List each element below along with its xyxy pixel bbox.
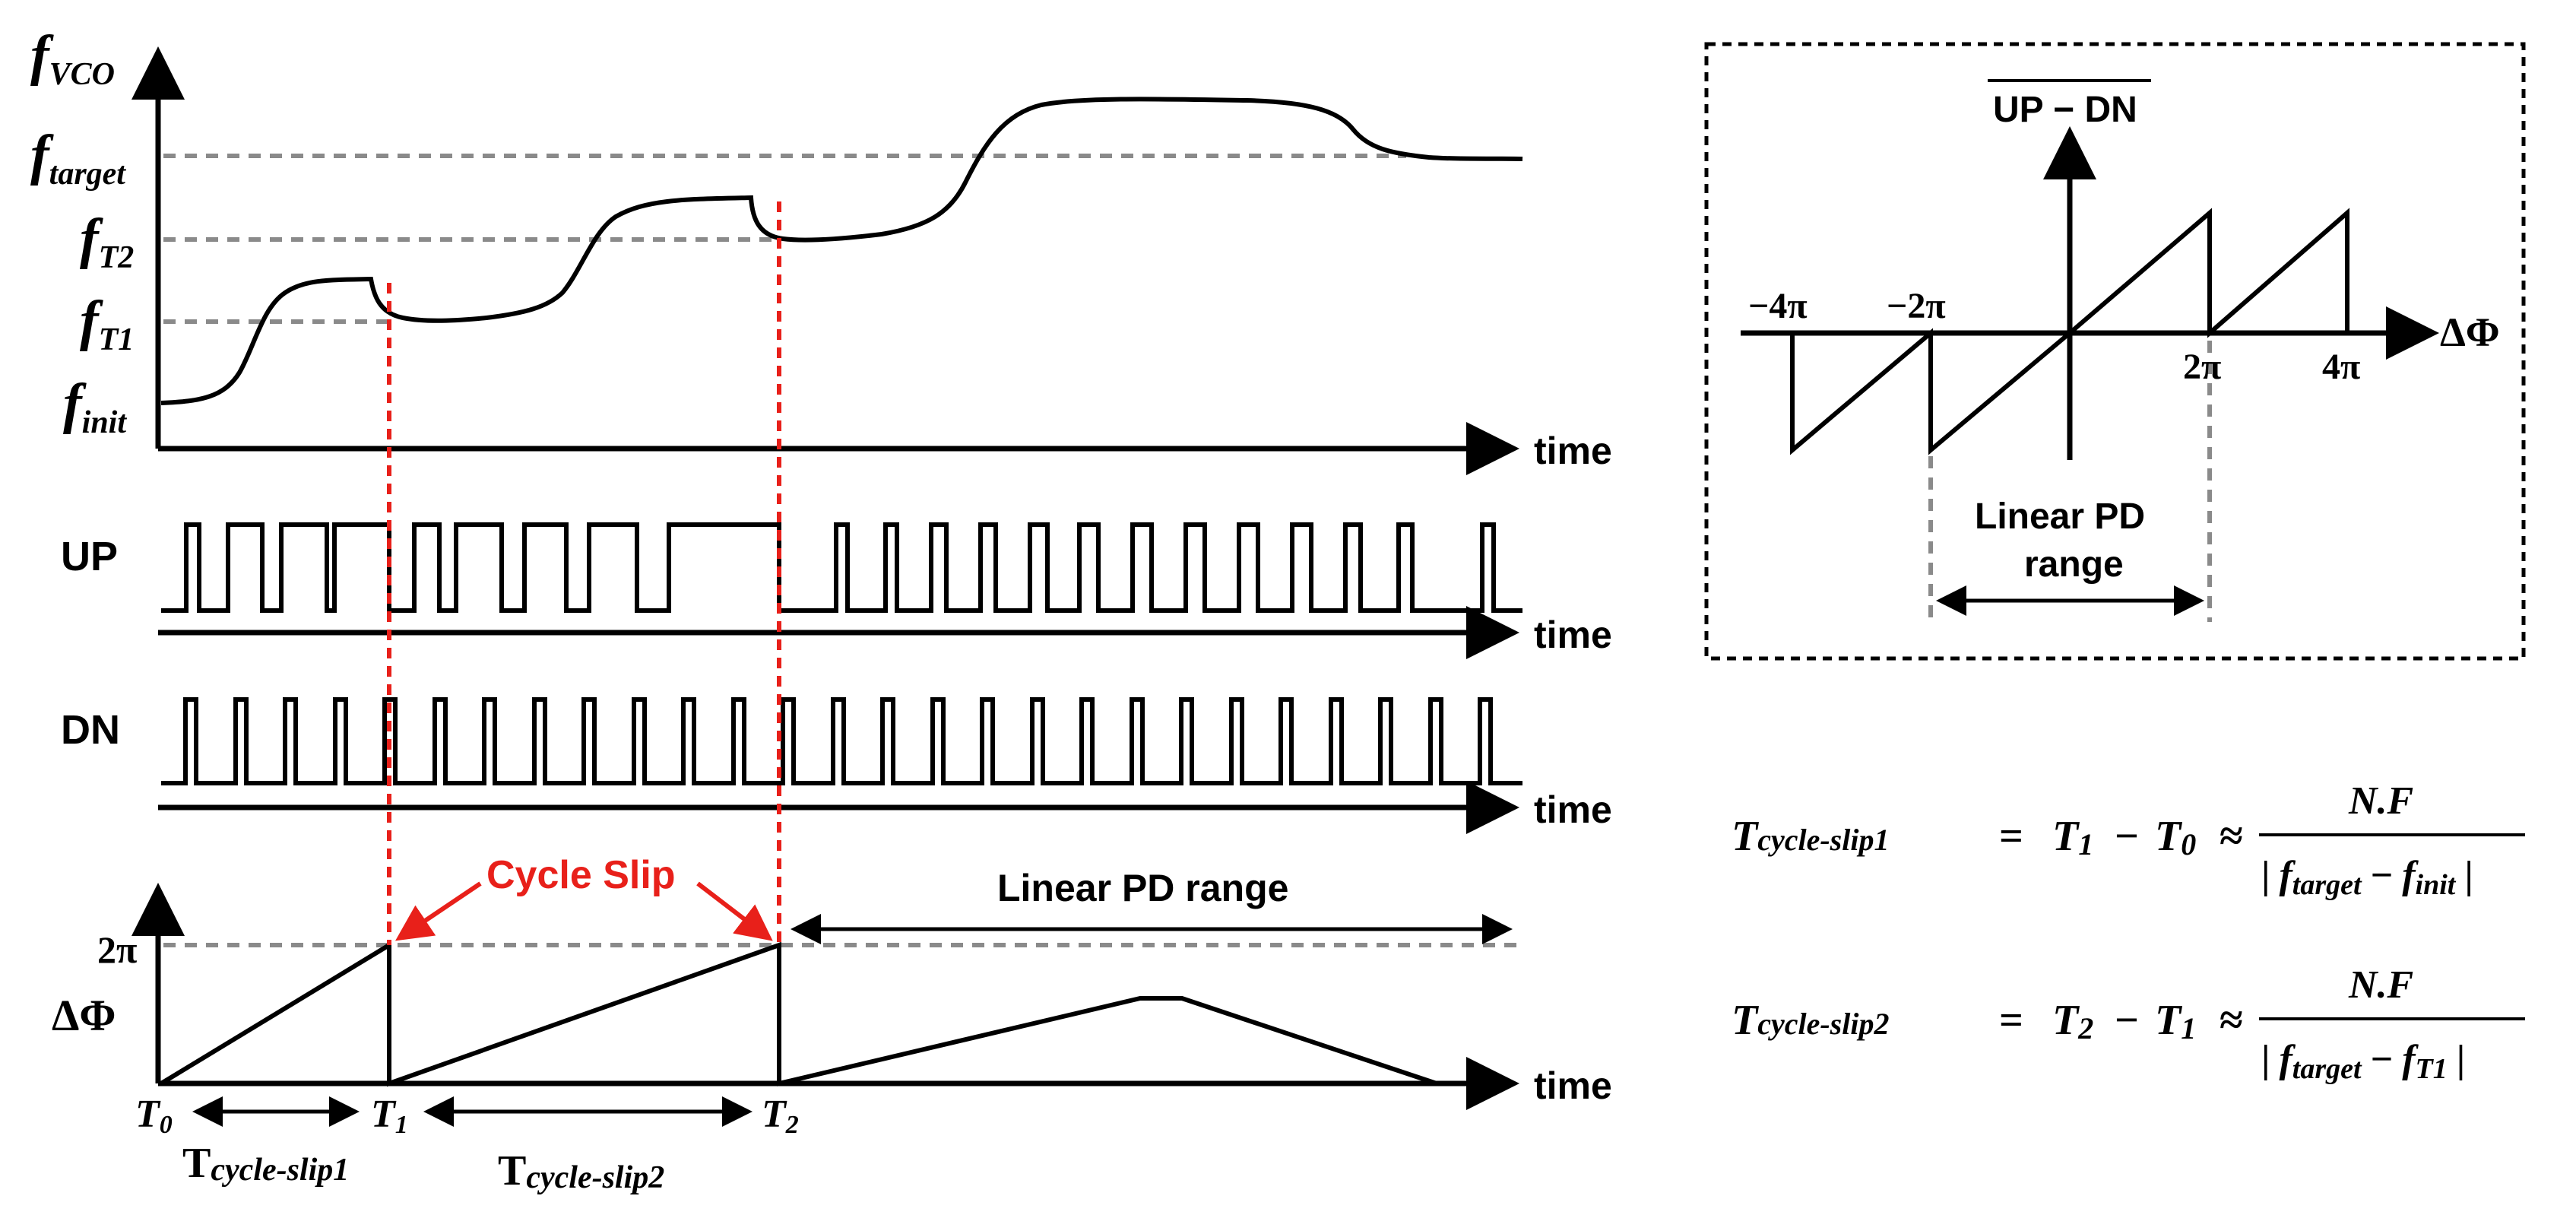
T1-marker: T1: [371, 1093, 408, 1139]
delta-phi-label: ΔΦ: [52, 991, 116, 1040]
T2-marker: T2: [762, 1093, 799, 1139]
eq1-approx: ≈: [2220, 813, 2243, 860]
eq2-denominator: | ftarget − fT1 |: [2261, 1038, 2465, 1085]
eq1-lhs: Tcycle-slip1: [1732, 813, 1889, 860]
eq2-t2: T2: [2052, 997, 2093, 1045]
eq1-numerator: N.F: [2348, 779, 2413, 823]
T0-marker: T0: [135, 1093, 173, 1139]
eq2-lhs: Tcycle-slip2: [1732, 997, 1889, 1044]
inset-frame: [1704, 42, 2526, 661]
up-plot: UP time: [61, 522, 1612, 659]
f-T1-label: fT1: [80, 290, 134, 357]
inset-range-label-line1: Linear PD: [1975, 496, 2145, 537]
up-waveform: [161, 522, 1522, 613]
inset-range-label-line2: range: [2024, 544, 2124, 585]
equation-1: Tcycle-slip1 = T1 − T0 ≈ N.F | ftarget −…: [1732, 779, 2525, 901]
frequency-plot: fVCO ftarget fT2 fT1 finit time: [30, 24, 1612, 475]
f-T2-label: fT2: [80, 208, 134, 275]
inset-x-label: ΔΦ: [2440, 309, 2500, 355]
eq2-minus: −: [2115, 997, 2139, 1044]
tick-2pi: 2π: [2183, 347, 2221, 387]
t-cycle-slip1-label: Tcycle-slip1: [182, 1140, 349, 1188]
equation-2: Tcycle-slip2 = T2 − T1 ≈ N.F | ftarget −…: [1732, 963, 2525, 1085]
eq1-equals: =: [1999, 813, 2023, 860]
f-vco-label: fVCO: [30, 24, 115, 92]
eq2-numerator: N.F: [2348, 963, 2413, 1007]
eq1-minus: −: [2115, 813, 2139, 860]
dn-waveform: [161, 697, 1522, 785]
t-cycle-slip2-label: Tcycle-slip2: [498, 1147, 664, 1195]
phase-time-label: time: [1534, 1064, 1612, 1107]
phase-error-waveform: [160, 941, 1437, 1087]
pd-characteristic-inset: UP − DN ΔΦ −4π −2π 2π 4π Linear PD range: [1704, 42, 2526, 661]
eq2-approx: ≈: [2220, 997, 2243, 1044]
linear-pd-range-label: Linear PD range: [997, 867, 1288, 909]
cycle-slip-label: Cycle Slip: [486, 853, 676, 897]
eq1-t1: T1: [2052, 813, 2093, 861]
inset-y-label: UP − DN: [1993, 90, 2137, 130]
f-target-label: ftarget: [30, 124, 126, 192]
eq2-t1: T1: [2155, 997, 2196, 1045]
two-pi-tick: 2π: [97, 928, 137, 971]
f-init-label: finit: [63, 373, 127, 440]
dn-plot: DN time: [61, 697, 1612, 834]
freq-time-label: time: [1534, 430, 1612, 472]
dn-time-label: time: [1534, 788, 1612, 831]
cycle-slip-arrow-2: [696, 881, 773, 941]
tick-minus-4pi: −4π: [1748, 286, 1808, 326]
cycle-slip-arrow-1: [395, 881, 482, 941]
tick-4pi: 4π: [2322, 347, 2360, 387]
pd-sawtooth: [1790, 208, 2349, 455]
eq1-t0: T0: [2155, 813, 2196, 861]
vco-frequency-curve: [160, 97, 1523, 405]
tick-minus-2pi: −2π: [1887, 286, 1946, 326]
eq2-equals: =: [1999, 997, 2023, 1044]
up-time-label: time: [1534, 614, 1612, 656]
up-label: UP: [61, 534, 118, 579]
eq1-denominator: | ftarget − finit |: [2261, 854, 2473, 901]
dn-label: DN: [61, 707, 120, 753]
phase-plot: 2π ΔΦ time Cycle Slip Linear PD range T0…: [52, 853, 1612, 1195]
